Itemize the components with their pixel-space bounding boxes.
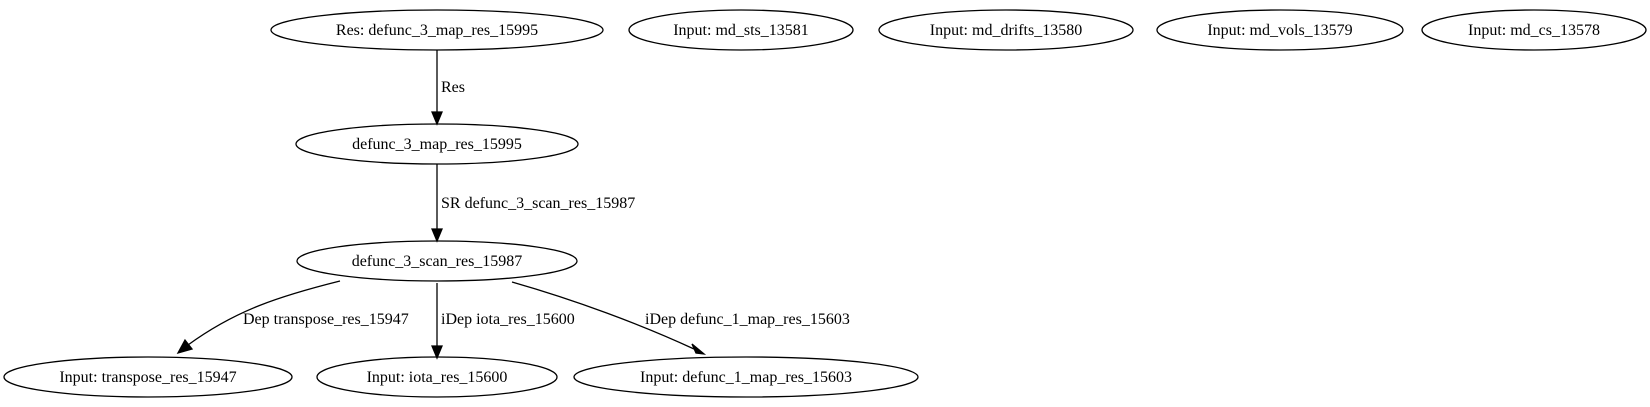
node-input-md-vols: Input: md_vols_13579 — [1156, 9, 1404, 51]
edge-res-to-map: Res — [431, 50, 465, 126]
edge-scan-to-transpose: Dep transpose_res_15947 — [176, 280, 409, 355]
edge-map-to-scan: SR defunc_3_scan_res_15987 — [431, 164, 635, 243]
node-res-defunc-3-map: Res: defunc_3_map_res_15995 — [270, 9, 604, 51]
node-defunc-3-scan: defunc_3_scan_res_15987 — [296, 240, 578, 282]
node-label: Input: transpose_res_15947 — [59, 369, 236, 386]
node-label: Input: md_cs_13578 — [1468, 22, 1600, 39]
edge-label-dep-transpose: Dep transpose_res_15947 — [243, 311, 409, 328]
node-label: Input: md_drifts_13580 — [930, 22, 1082, 39]
node-label: defunc_3_map_res_15995 — [352, 136, 522, 153]
edge-label-idep-defunc1: iDep defunc_1_map_res_15603 — [645, 311, 850, 328]
edge-scan-to-defunc1: iDep defunc_1_map_res_15603 — [511, 281, 850, 355]
node-input-md-cs: Input: md_cs_13578 — [1421, 9, 1647, 51]
node-input-md-sts: Input: md_sts_13581 — [628, 9, 854, 51]
edge-label-idep-iota: iDep iota_res_15600 — [441, 311, 575, 328]
node-label: Res: defunc_3_map_res_15995 — [336, 22, 538, 39]
node-input-defunc-1-map: Input: defunc_1_map_res_15603 — [573, 356, 919, 398]
node-label: defunc_3_scan_res_15987 — [352, 253, 523, 270]
node-input-md-drifts: Input: md_drifts_13580 — [878, 9, 1134, 51]
node-label: Input: md_sts_13581 — [673, 22, 809, 39]
node-label: Input: defunc_1_map_res_15603 — [640, 369, 852, 386]
node-defunc-3-map: defunc_3_map_res_15995 — [295, 123, 579, 165]
node-input-iota: Input: iota_res_15600 — [316, 356, 558, 398]
node-label: Input: iota_res_15600 — [367, 369, 508, 386]
node-input-transpose: Input: transpose_res_15947 — [3, 356, 293, 398]
node-label: Input: md_vols_13579 — [1207, 22, 1352, 39]
edge-label-sr-scan: SR defunc_3_scan_res_15987 — [441, 195, 635, 212]
edge-label-res: Res — [441, 79, 465, 96]
edge-scan-to-iota: iDep iota_res_15600 — [431, 283, 575, 360]
